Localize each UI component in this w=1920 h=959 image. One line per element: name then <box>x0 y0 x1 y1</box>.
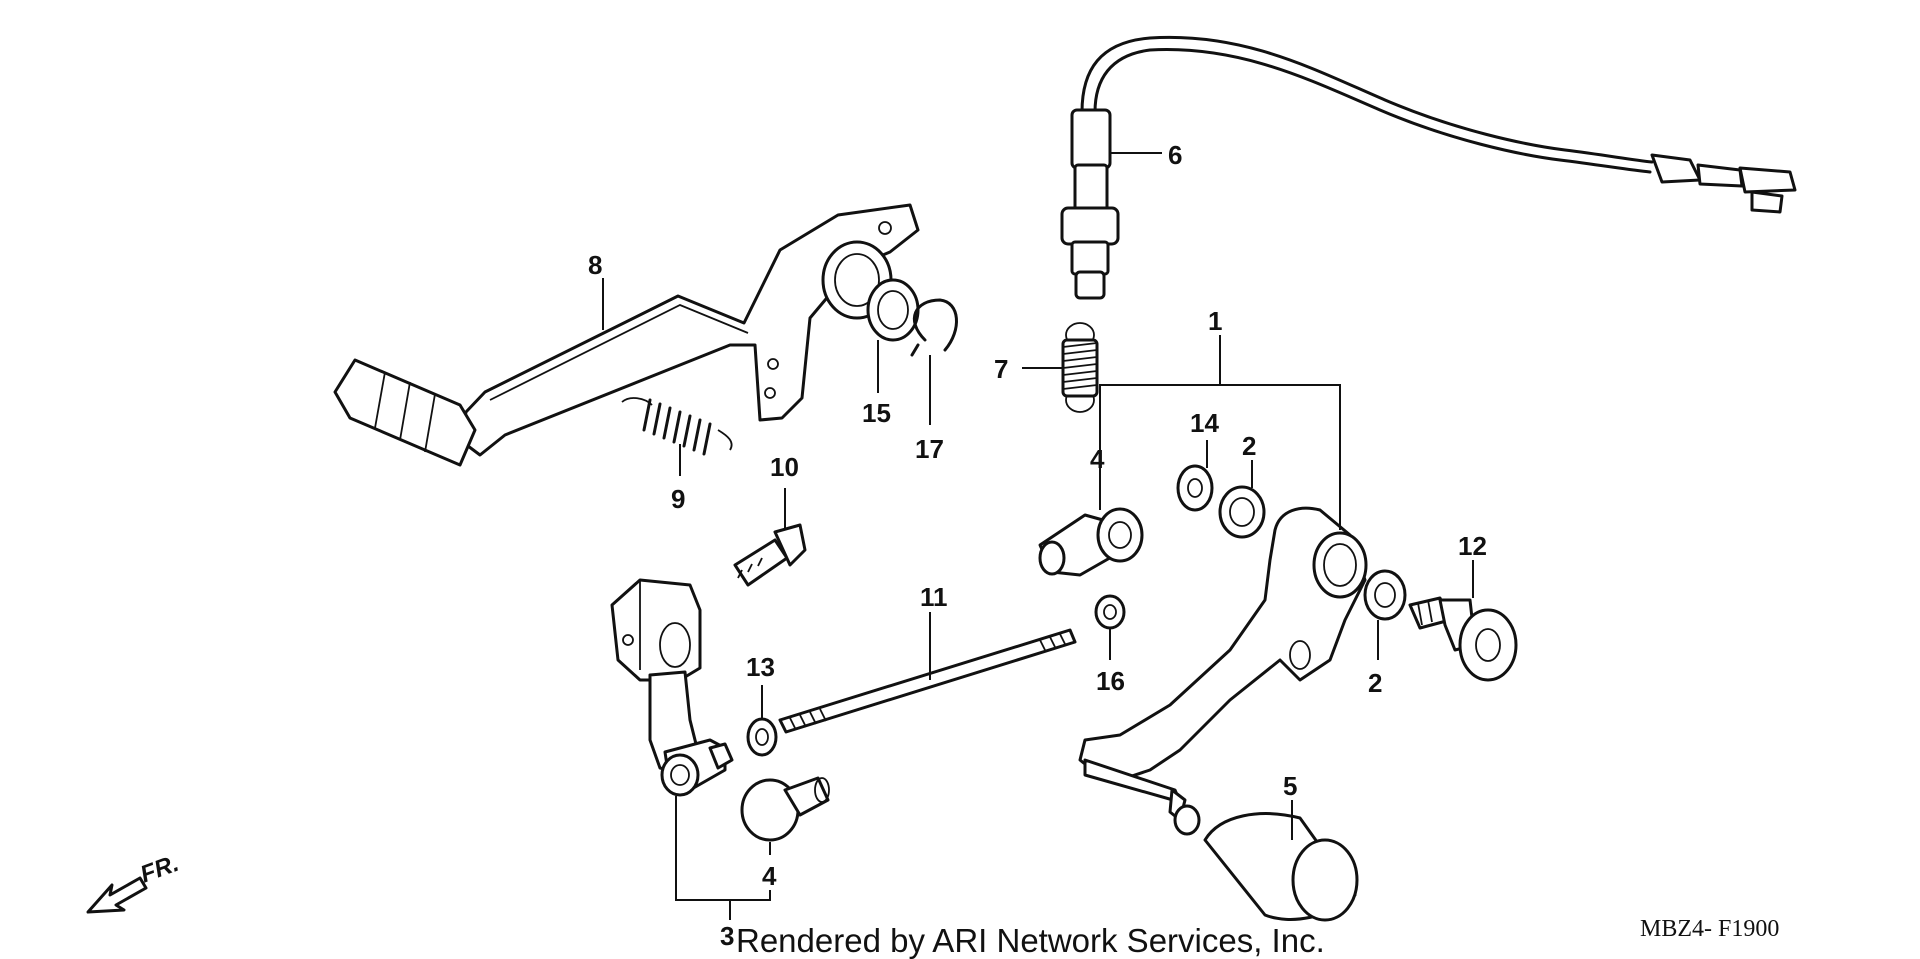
brake-pedal-part-8 <box>333 203 920 467</box>
credit-text: Rendered by ARI Network Services, Inc. <box>736 922 1325 959</box>
callout-15: 15 <box>862 398 891 428</box>
callout-14: 14 <box>1190 408 1219 438</box>
seal-part-2-upper <box>1218 485 1266 539</box>
callout-12: 12 <box>1458 531 1487 561</box>
washer-part-14 <box>1176 464 1214 512</box>
callout-11: 11 <box>920 582 948 612</box>
callout-10: 10 <box>770 452 799 482</box>
nut-part-13 <box>746 717 778 757</box>
pivot-bolt-part-12 <box>1408 596 1518 682</box>
washer-part-15 <box>866 278 920 342</box>
circlip-part-17 <box>910 298 958 357</box>
bolt-part-10 <box>733 523 807 587</box>
brake-switch-part-6 <box>1060 35 1797 300</box>
rod-joint-part-4-lower <box>740 776 830 842</box>
callout-4-lower: 4 <box>762 861 777 891</box>
pedal-spring-part-9 <box>621 397 733 456</box>
nut-part-16 <box>1094 594 1126 630</box>
callout-13: 13 <box>746 652 775 682</box>
shift-rubber-part-5 <box>1203 812 1359 922</box>
shift-arm-part-3 <box>610 578 734 797</box>
callout-1: 1 <box>1208 306 1222 336</box>
arrow-left-down-icon <box>86 876 148 914</box>
rod-joint-part-4-upper <box>1038 507 1144 577</box>
callout-9: 9 <box>671 484 685 514</box>
seal-part-2-lower <box>1363 569 1407 621</box>
shift-pedal-part-1 <box>1078 506 1368 836</box>
tie-rod-part-11 <box>778 628 1077 734</box>
callout-6: 6 <box>1168 140 1182 170</box>
return-spring-part-7 <box>1061 322 1099 413</box>
front-indicator-label: FR. <box>137 850 183 889</box>
callout-5: 5 <box>1283 771 1297 801</box>
callout-2-lower: 2 <box>1368 668 1382 698</box>
callout-2-upper: 2 <box>1242 431 1256 461</box>
callout-8: 8 <box>588 250 602 280</box>
callout-3: 3 <box>720 921 734 951</box>
callout-4-upper: 4 <box>1090 444 1105 474</box>
callout-17: 17 <box>915 434 944 464</box>
diagram-code: MBZ4- F1900 <box>1640 916 1779 942</box>
callout-7: 7 <box>994 354 1008 384</box>
callout-16: 16 <box>1096 666 1125 696</box>
